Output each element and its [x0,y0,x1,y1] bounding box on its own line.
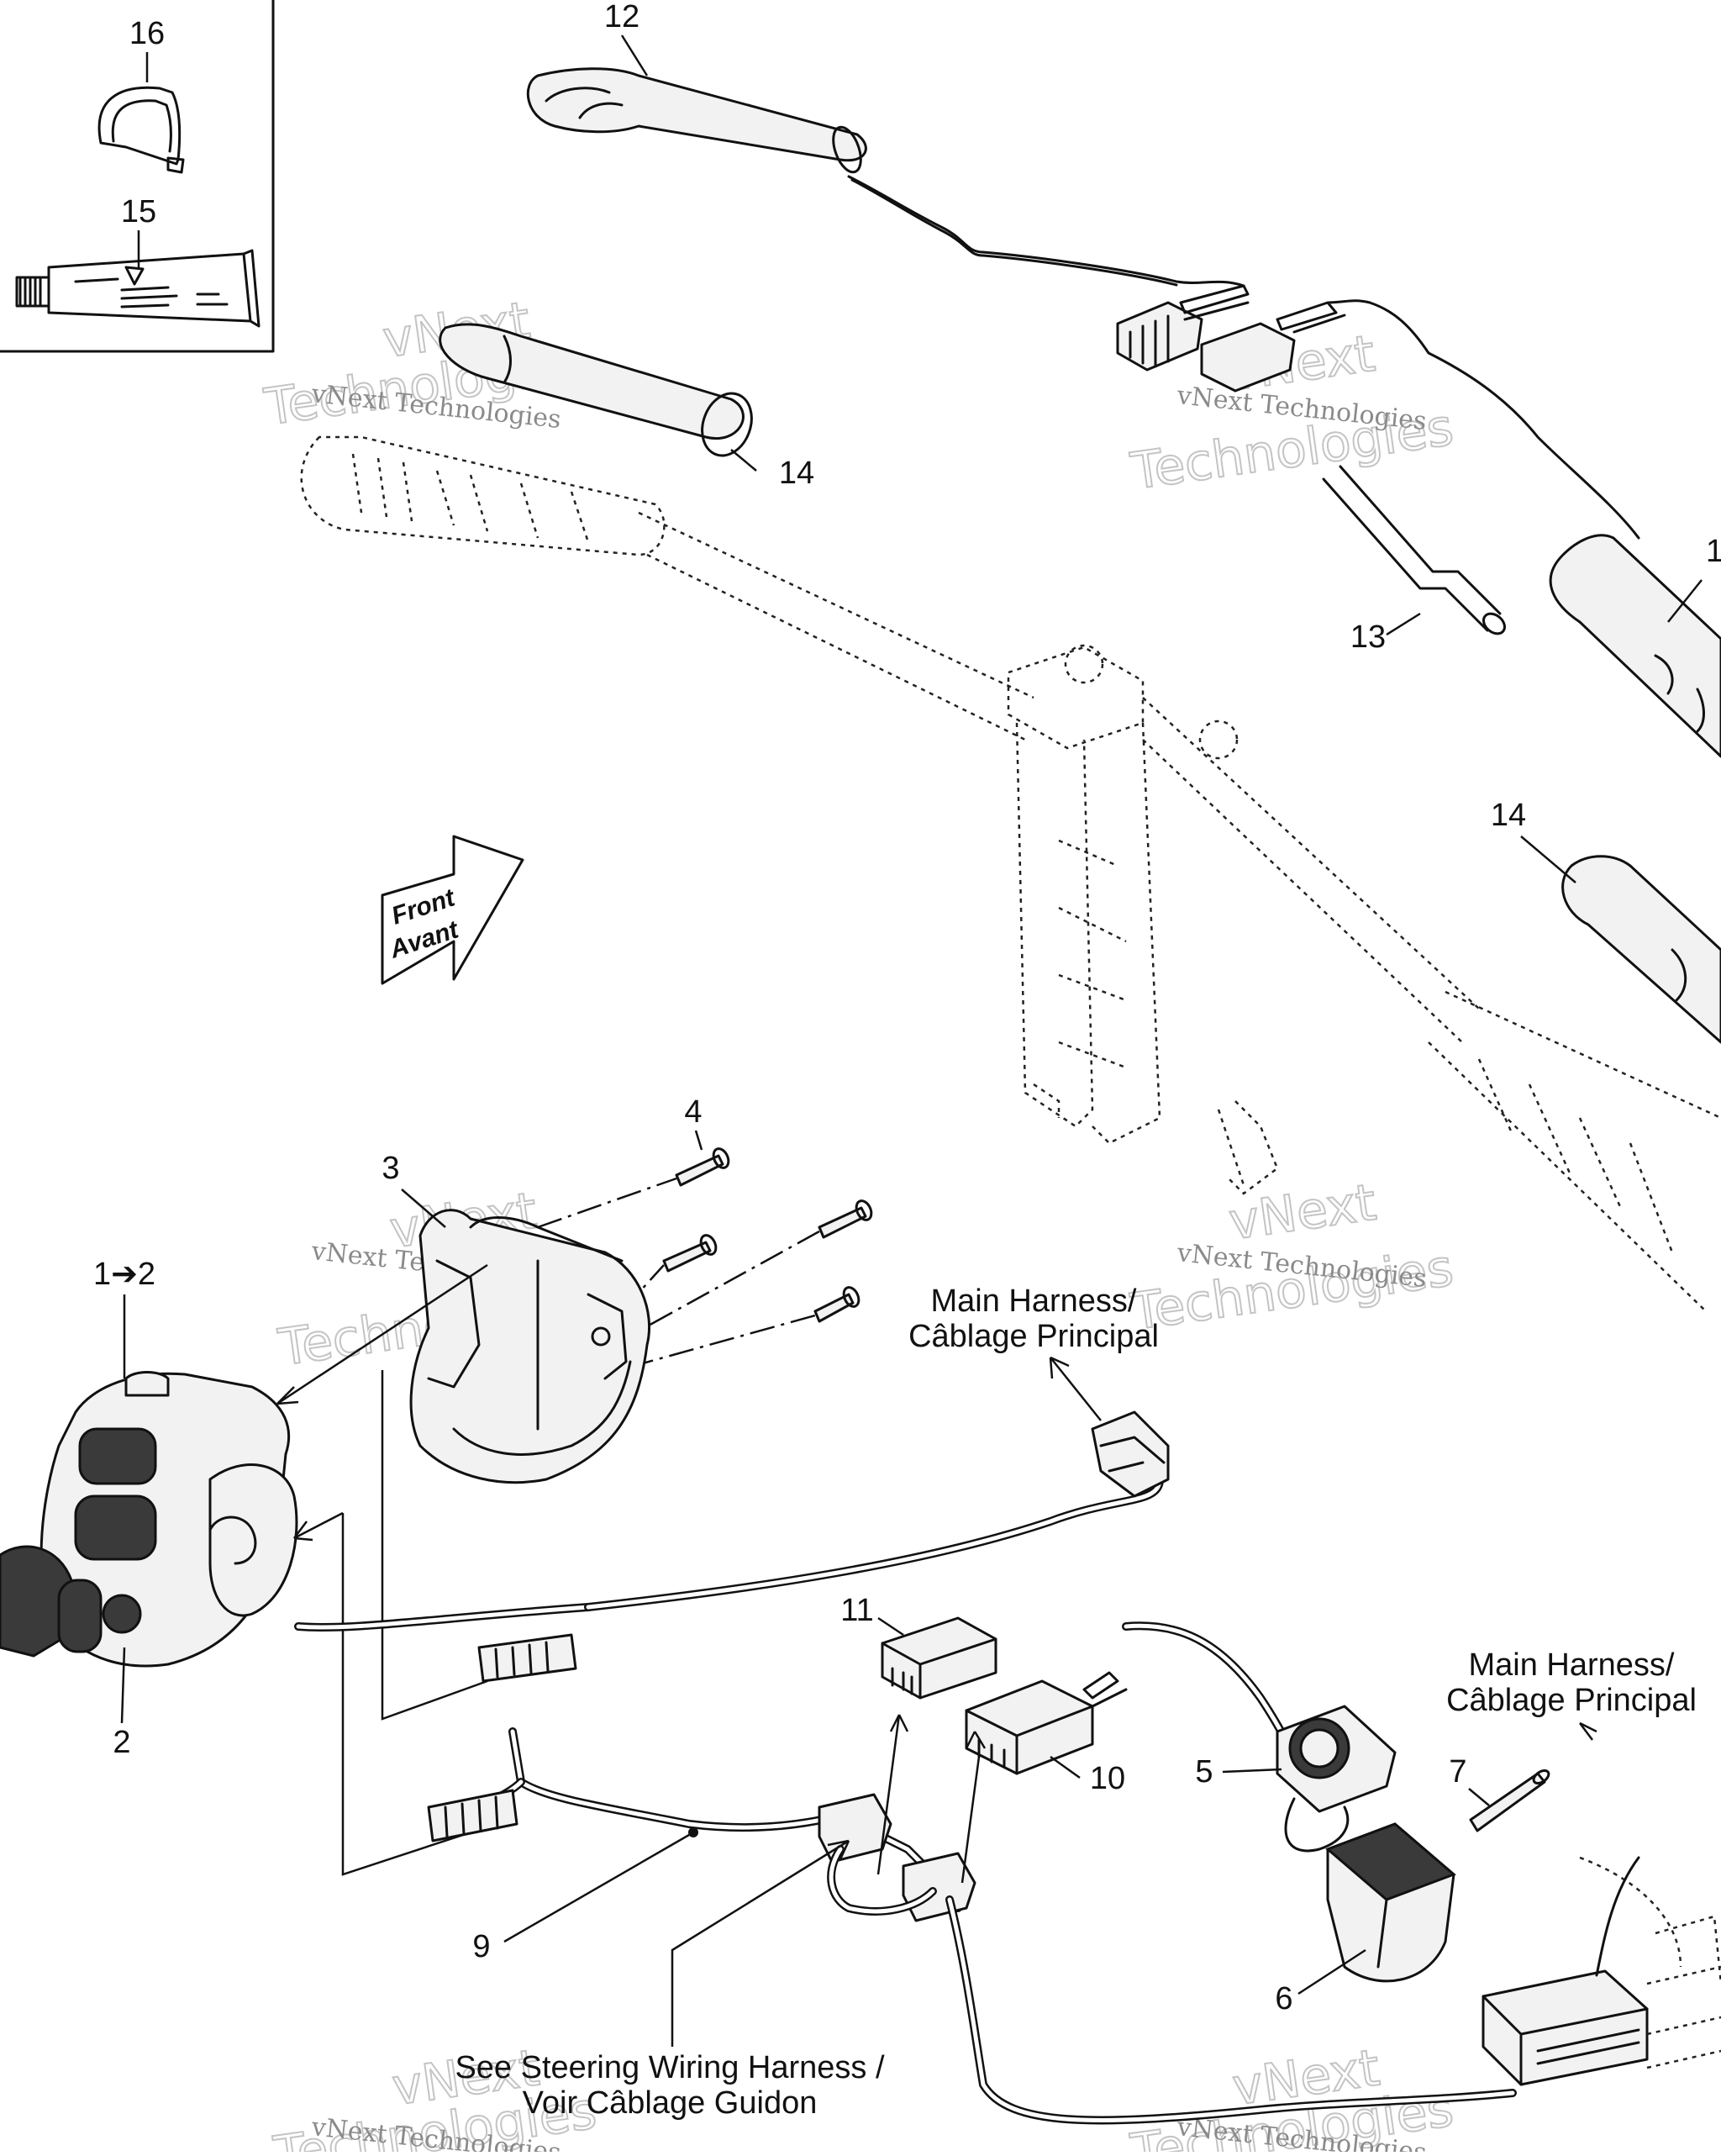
part-14-grip-sleeve-left [439,323,753,457]
callout-16: 16 [129,16,165,51]
main-harness-lower-line1: Main Harness/ [1469,1647,1675,1683]
electronic-module [1482,1856,1721,2086]
leader-14-top [730,449,757,472]
callout-14-top: 14 [779,456,814,491]
callout-14-right: 14 [1491,798,1526,833]
leader-3 [401,1189,446,1228]
steering-harness-line1: See Steering Wiring Harness / [455,2050,885,2085]
leader-9 [503,1833,690,1943]
inset-frame [0,0,275,353]
note-main-harness-lower: Main Harness/ Câblage Principal [1446,1647,1697,1741]
leader-main-harness-upper [1049,1356,1102,1421]
part-15-tube [15,249,261,328]
leader-main-harness-lower [1579,1721,1597,1741]
watermark-big-4b: vNext [1225,1173,1379,1252]
part-14-grip-sleeve-right [1561,855,1721,1044]
leader-7 [1468,1788,1490,1806]
callout-3: 3 [382,1151,399,1186]
leader-steering-harness [671,1839,850,2047]
leader-13 [1386,612,1421,636]
part-10-connector [960,1671,1128,1884]
callout-12-top: 12 [604,0,639,34]
part-5-switch [1276,1705,1397,1853]
note-main-harness-upper: Main Harness/ Câblage Principal [908,1284,1159,1421]
part-4-screws [537,1147,873,1380]
callout-1-to-2: 1➔2 [93,1257,155,1292]
callout-2: 2 [113,1725,130,1760]
callout-6: 6 [1275,1981,1292,2016]
main-harness-lower-line2: Câblage Principal [1446,1683,1697,1718]
callout-7: 7 [1449,1754,1466,1790]
grip-connectors [1116,284,1640,540]
leader-12-top [620,34,649,76]
leader-12-right [1667,579,1703,623]
part-16-clip [97,86,185,174]
callout-10: 10 [1090,1761,1125,1796]
leader-10 [1050,1755,1081,1779]
leader-14-right [1520,836,1576,883]
callout-4: 4 [684,1094,702,1130]
leader-5 [1222,1768,1282,1774]
part-6-cap [1325,1822,1456,1983]
handlebar-assembly-ghost [300,435,1721,1312]
part-13-tube [1322,465,1507,635]
leader-6 [1297,1948,1366,1995]
part-11-connector [876,1616,997,1875]
part-12-heated-grip-right [1549,534,1721,758]
part-1-switch-block [0,1371,298,1668]
assembly-arrows [276,1263,488,1876]
callout-9: 9 [472,1929,490,1964]
callout-12-right: 12 [1706,534,1721,569]
callout-15: 15 [121,194,156,229]
callout-5: 5 [1195,1754,1213,1790]
inset-box: 16 15 [0,0,275,353]
part-12-heated-grip-left [526,67,1245,287]
callout-13: 13 [1350,619,1386,655]
callout-11: 11 [840,1593,873,1628]
leader-4 [694,1130,703,1151]
part-7-pin [1469,1769,1550,1832]
front-direction-arrow: Front Avant [381,835,524,985]
part-9-wiring-harness [294,1410,1517,2125]
note-steering-harness: See Steering Wiring Harness / Voir Câbla… [455,1839,885,2121]
steering-harness-line2: Voir Câblage Guidon [523,2085,818,2121]
leader-2 [120,1647,126,1724]
leader-11 [877,1616,904,1637]
main-harness-upper-line1: Main Harness/ [931,1284,1137,1319]
main-harness-upper-line2: Câblage Principal [908,1319,1159,1354]
part-3-switch-housing [409,1209,651,1484]
